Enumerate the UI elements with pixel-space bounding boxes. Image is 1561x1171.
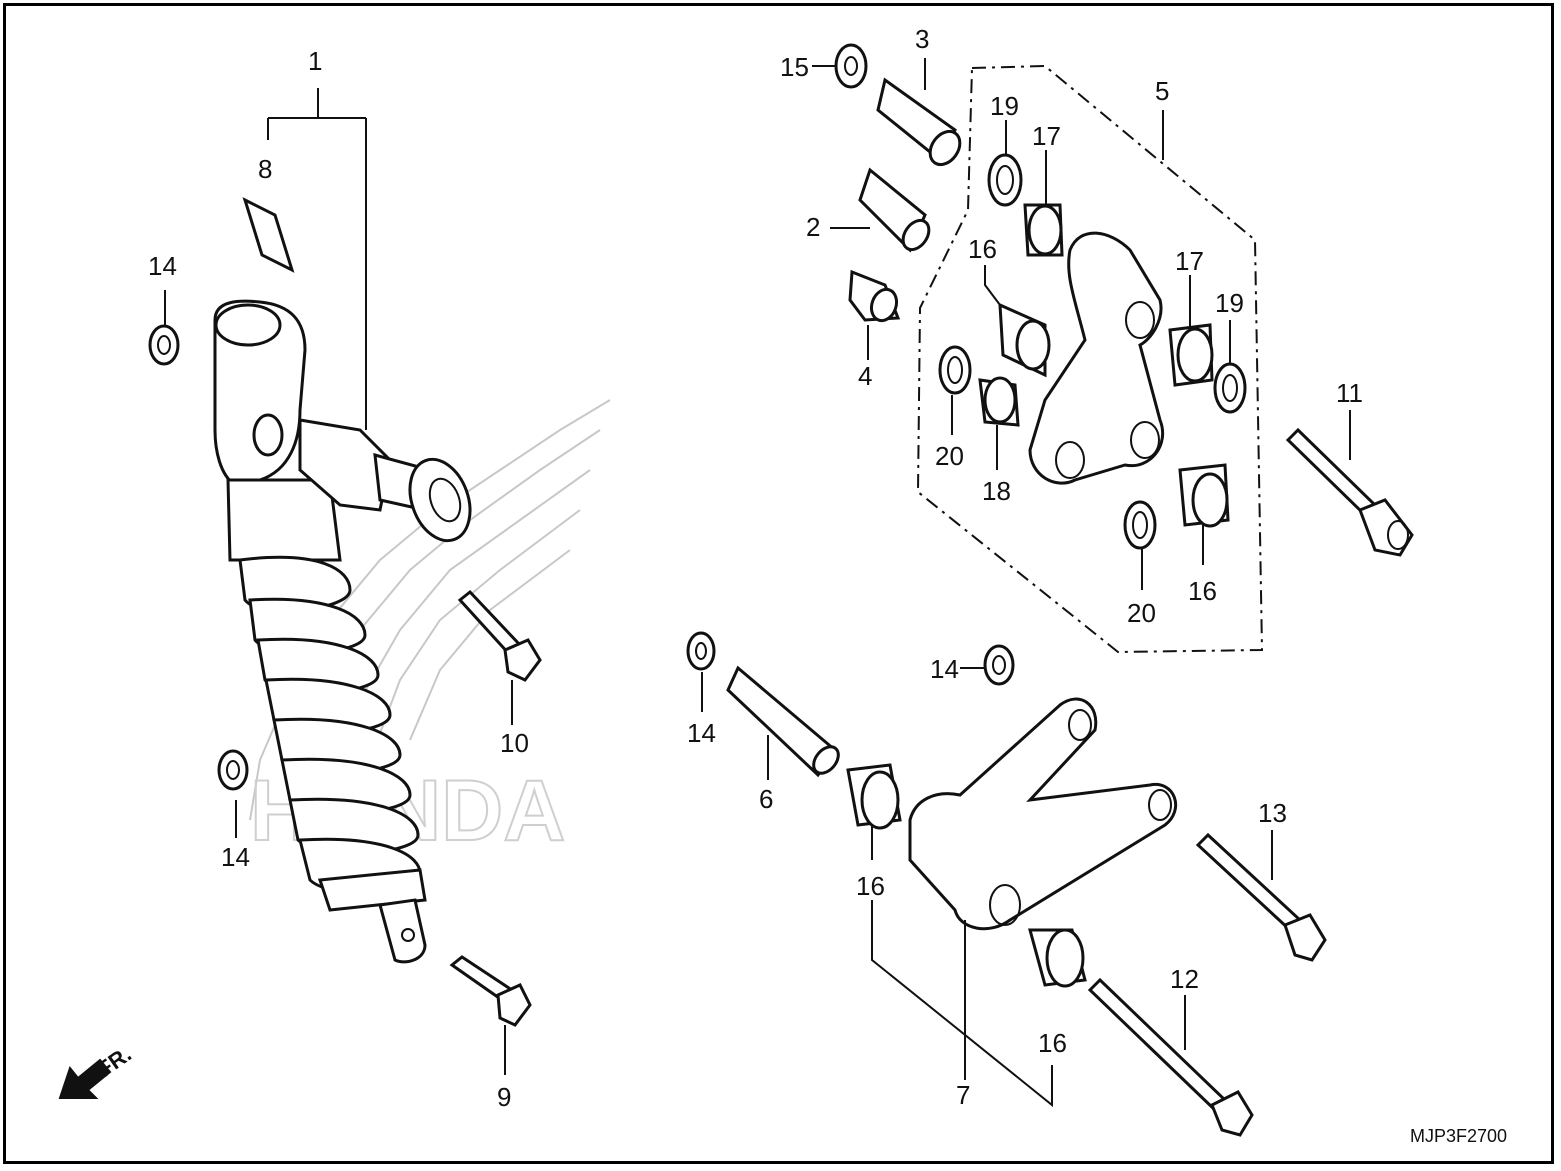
- callout-16-right: 16: [1188, 576, 1217, 606]
- seal-20-right: [1123, 500, 1157, 550]
- bolt-10: [457, 589, 542, 682]
- callout-16-lower-right: 16: [1038, 1028, 1067, 1058]
- callout-1: 1: [308, 46, 322, 76]
- cushion-connecting-rod: [908, 697, 1178, 931]
- callout-13: 13: [1258, 798, 1287, 828]
- callout-12: 12: [1170, 964, 1199, 994]
- nut-left-top: [148, 324, 180, 366]
- collar-16-lower-right: [1028, 928, 1087, 988]
- rear-shock-absorber: [213, 299, 472, 964]
- callout-3: 3: [915, 24, 929, 54]
- collar-16-lower-left: [846, 763, 902, 830]
- collar-18: [978, 376, 1020, 427]
- callout-5: 5: [1155, 76, 1169, 106]
- collar-16-left: [998, 302, 1051, 378]
- bolt-13: [1195, 832, 1327, 962]
- callout-19-right: 19: [1215, 288, 1244, 318]
- nut-center: [686, 631, 716, 671]
- diagram-border: [3, 3, 1554, 1164]
- callout-10: 10: [500, 728, 529, 758]
- front-arrow-icon: [58, 1058, 112, 1099]
- collar-17-left: [1023, 203, 1064, 257]
- callout-14-left-bottom: 14: [221, 842, 250, 872]
- callout-14-right: 14: [930, 654, 959, 684]
- callout-9: 9: [497, 1082, 511, 1112]
- collar-3: [876, 77, 962, 167]
- leader-lines: [164, 58, 1351, 1108]
- callout-17-right: 17: [1175, 246, 1204, 276]
- nut-top-15: [834, 43, 868, 89]
- callout-6: 6: [759, 784, 773, 814]
- callout-16-lower-left: 16: [856, 871, 885, 901]
- bolt-12: [1087, 977, 1254, 1137]
- callout-15: 15: [780, 52, 809, 82]
- collar-6: [726, 665, 840, 778]
- callout-16-upper: 16: [968, 234, 997, 264]
- cushion-arm-group-outline: [916, 64, 1264, 654]
- callout-14-left-top: 14: [148, 251, 177, 281]
- callout-20-right: 20: [1127, 598, 1156, 628]
- caution-label-sticker: [242, 197, 295, 273]
- collar-17-right: [1168, 323, 1214, 387]
- front-direction-indicator: FR.: [58, 1041, 136, 1099]
- callout-17-left: 17: [1032, 121, 1061, 151]
- seal-19-right: [1213, 362, 1247, 414]
- collar-16-right: [1178, 463, 1230, 528]
- callout-2: 2: [806, 212, 820, 242]
- collar-2: [858, 167, 931, 253]
- callout-19-left: 19: [990, 91, 1019, 121]
- callout-8: 8: [258, 154, 272, 184]
- seal-19-left: [987, 153, 1023, 207]
- callout-7: 7: [956, 1080, 970, 1110]
- nut-right: [983, 644, 1015, 686]
- drawing-code: MJP3F2700: [1410, 1126, 1507, 1146]
- collar-4: [848, 269, 901, 323]
- cushion-arm: [1028, 231, 1165, 485]
- nut-left-bottom: [217, 749, 249, 791]
- bolt-9: [449, 955, 532, 1027]
- seal-20-left: [938, 345, 972, 395]
- callout-11: 11: [1336, 378, 1363, 408]
- callout-20-left: 20: [935, 441, 964, 471]
- callout-18: 18: [982, 476, 1011, 506]
- bolt-11: [1285, 427, 1414, 557]
- callout-numbers: 1 2 3 4 5 6 7 8 9 10 11 12 13 14 14 14 1…: [148, 24, 1363, 1112]
- callout-14-center: 14: [687, 718, 716, 748]
- callout-4: 4: [858, 361, 872, 391]
